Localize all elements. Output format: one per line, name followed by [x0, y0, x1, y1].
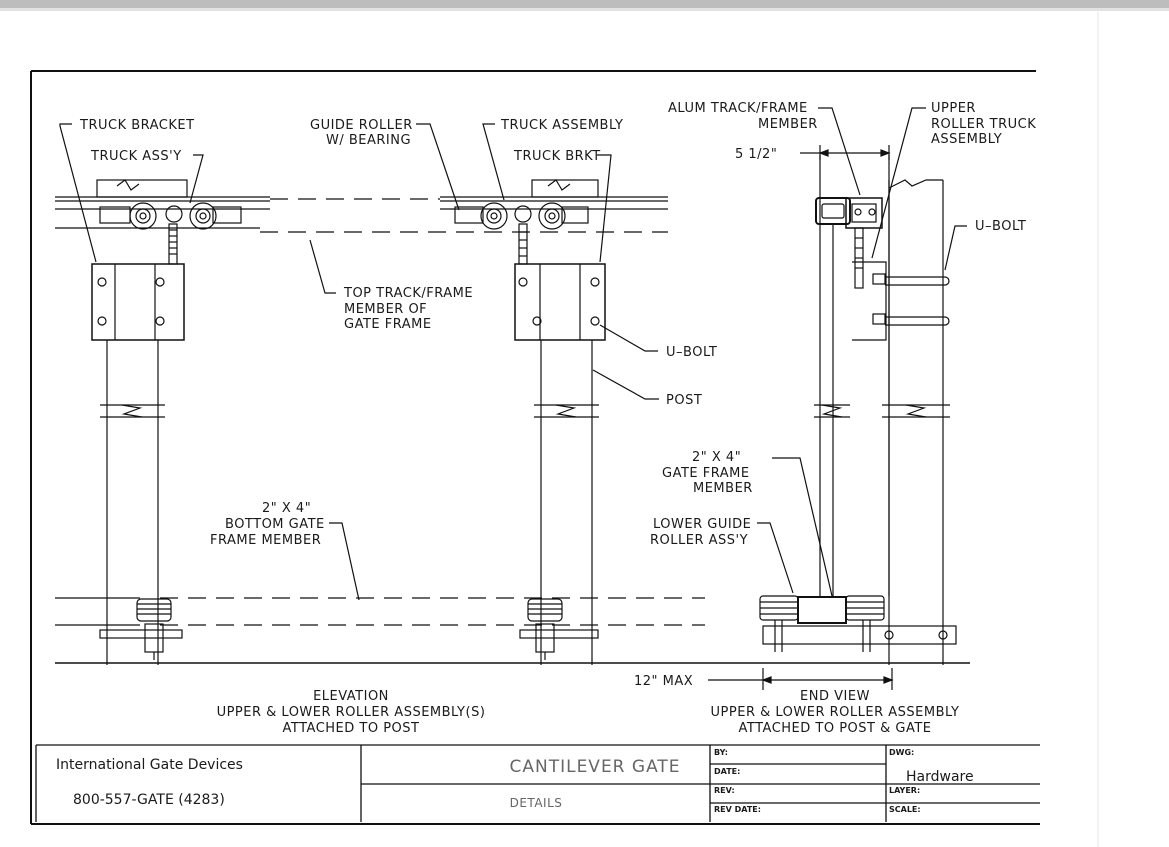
field-by-label: BY:: [714, 748, 728, 757]
label-top-track-member: MEMBER OF: [344, 302, 427, 317]
field-scale-label: SCALE:: [889, 805, 921, 814]
label-lower-roller: ROLLER ASS'Y: [650, 533, 748, 548]
elevation-labels: TRUCK BRACKET TRUCK ASS'Y GUIDE ROLLER W…: [79, 118, 717, 548]
label-gate-size: 2" X 4": [692, 450, 741, 465]
scan-top-edge: [0, 0, 1169, 8]
drawing-border: [30, 70, 1040, 825]
label-alum-track: ALUM TRACK/FRAME: [668, 101, 808, 116]
label-u-bolt-end: U–BOLT: [975, 219, 1026, 234]
label-post: POST: [666, 393, 702, 408]
label-bottom-frame: FRAME MEMBER: [210, 533, 321, 548]
field-layer-label: LAYER:: [889, 786, 920, 795]
label-truck-brkt: TRUCK BRKT: [513, 149, 601, 164]
field-rev-date-label: REV DATE:: [714, 805, 761, 814]
field-dwg-label: DWG:: [889, 748, 914, 757]
company-phone: 800-557-GATE (4283): [73, 792, 225, 808]
field-date-label: DATE:: [714, 767, 740, 776]
label-dim-width: 5 1/2": [735, 147, 777, 162]
caption-elevation: ELEVATION: [313, 689, 389, 704]
caption-end-view: END VIEW: [800, 689, 870, 704]
caption-end-view-line2: UPPER & LOWER ROLLER ASSEMBLY: [711, 705, 960, 720]
label-guide-roller-bearing: W/ BEARING: [326, 133, 411, 148]
label-dim-max: 12" MAX: [634, 674, 693, 689]
label-bottom-gate: BOTTOM GATE: [225, 517, 325, 532]
label-truck-assy: TRUCK ASS'Y: [90, 149, 182, 164]
label-upper-assembly: ASSEMBLY: [931, 132, 1002, 147]
end-view: [708, 107, 967, 690]
title-block: International Gate Devices 800-557-GATE …: [35, 744, 1040, 822]
label-alum-member: MEMBER: [758, 117, 818, 132]
label-guide-roller: GUIDE ROLLER: [310, 118, 413, 133]
scan-top-shadow: [0, 8, 1169, 11]
elevation-view: [55, 123, 970, 665]
label-lower-guide: LOWER GUIDE: [653, 517, 751, 532]
label-gate-frame: GATE FRAME: [662, 466, 750, 481]
field-dwg-value: Hardware: [906, 769, 974, 785]
label-gate-member: MEMBER: [693, 481, 753, 496]
drawing-title: CANTILEVER GATE: [509, 757, 680, 777]
label-top-track: TOP TRACK/FRAME: [343, 286, 473, 301]
field-rev-label: REV:: [714, 786, 735, 795]
label-upper: UPPER: [931, 101, 976, 116]
label-top-track-gate: GATE FRAME: [344, 317, 432, 332]
end-view-labels: ALUM TRACK/FRAME MEMBER UPPER ROLLER TRU…: [634, 101, 1036, 689]
label-u-bolt-elevation: U–BOLT: [666, 345, 717, 360]
view-captions: ELEVATION UPPER & LOWER ROLLER ASSEMBLY(…: [217, 689, 960, 736]
caption-end-view-line3: ATTACHED TO POST & GATE: [739, 721, 932, 736]
drawing-subtitle: DETAILS: [510, 796, 563, 810]
company-name: International Gate Devices: [56, 757, 243, 773]
label-truck-assembly: TRUCK ASSEMBLY: [500, 118, 623, 133]
label-bottom-size: 2" X 4": [262, 501, 311, 516]
caption-elevation-line3: ATTACHED TO POST: [283, 721, 420, 736]
caption-elevation-line2: UPPER & LOWER ROLLER ASSEMBLY(S): [217, 705, 486, 720]
label-upper-roller-truck: ROLLER TRUCK: [931, 117, 1036, 132]
label-truck-bracket: TRUCK BRACKET: [79, 118, 195, 133]
